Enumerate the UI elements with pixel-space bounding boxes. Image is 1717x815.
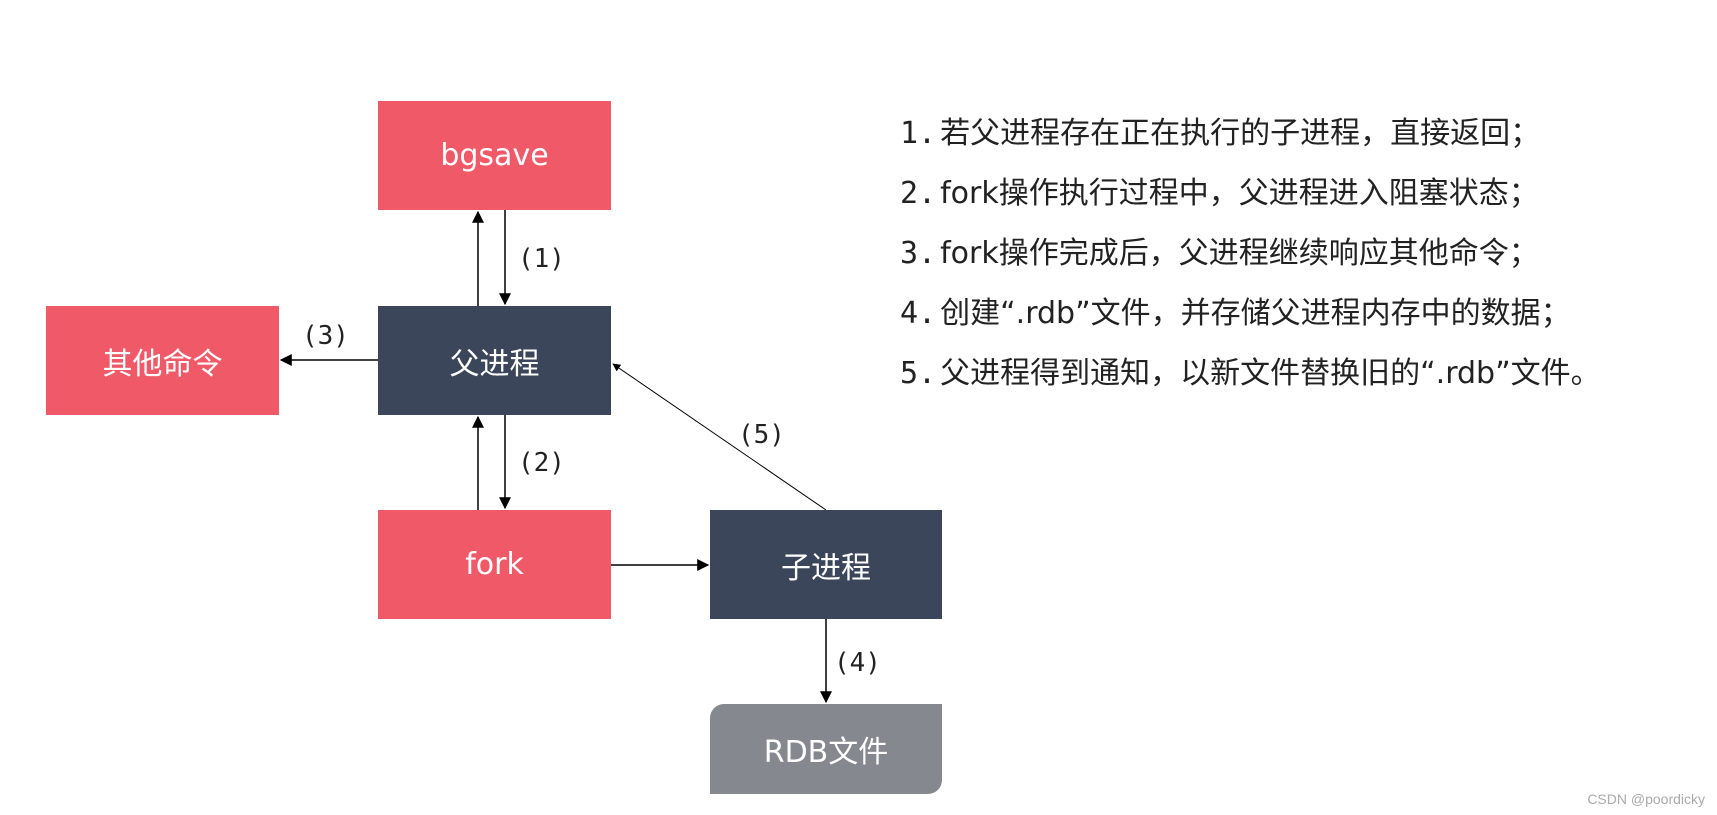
step-note: 5. 父进程得到通知，以新文件替换旧的“.rdb”文件。 xyxy=(900,348,1601,408)
step-notes-list: 1. 若父进程存在正在执行的子进程，直接返回； 2. fork操作执行过程中，父… xyxy=(900,108,1601,408)
edge-label-step1: (1) xyxy=(518,244,565,274)
node-parent-process: 父进程 xyxy=(378,306,611,415)
step-note-number: 5. xyxy=(900,356,937,391)
step-note: 2. fork操作执行过程中，父进程进入阻塞状态； xyxy=(900,168,1601,228)
step-note: 1. 若父进程存在正在执行的子进程，直接返回； xyxy=(900,108,1601,168)
watermark: CSDN @poordicky xyxy=(1587,791,1705,807)
edge-label-step5: (5) xyxy=(738,420,785,450)
step-note-text: fork操作执行过程中，父进程进入阻塞状态； xyxy=(940,176,1539,211)
node-child-process: 子进程 xyxy=(710,510,942,619)
node-rdb-file: RDB文件 xyxy=(710,704,942,794)
node-other-commands: 其他命令 xyxy=(46,306,279,415)
node-fork: fork xyxy=(378,510,611,619)
step-note-text: fork操作完成后，父进程继续响应其他命令； xyxy=(940,236,1539,271)
step-note: 3. fork操作完成后，父进程继续响应其他命令； xyxy=(900,228,1601,288)
edge-child-to-parent xyxy=(612,363,827,511)
step-note-number: 2. xyxy=(900,176,937,211)
edge-label-step2: (2) xyxy=(518,448,565,478)
step-note-number: 4. xyxy=(900,296,937,331)
step-note-number: 1. xyxy=(900,116,937,151)
node-bgsave: bgsave xyxy=(378,101,611,210)
step-note-text: 若父进程存在正在执行的子进程，直接返回； xyxy=(940,116,1541,151)
edge-label-step4: (4) xyxy=(834,648,881,678)
step-note-number: 3. xyxy=(900,236,937,271)
step-note: 4. 创建“.rdb”文件，并存储父进程内存中的数据； xyxy=(900,288,1601,348)
step-note-text: 父进程得到通知，以新文件替换旧的“.rdb”文件。 xyxy=(940,356,1601,391)
edge-label-step3: (3) xyxy=(302,321,349,351)
step-note-text: 创建“.rdb”文件，并存储父进程内存中的数据； xyxy=(940,296,1571,331)
